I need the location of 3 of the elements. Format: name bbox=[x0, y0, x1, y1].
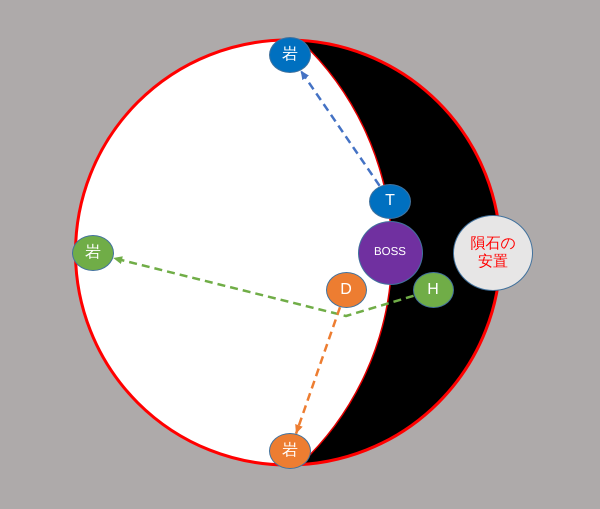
arrow bbox=[300, 70, 381, 186]
arrow bbox=[294, 306, 342, 434]
arrow bbox=[112, 256, 414, 318]
